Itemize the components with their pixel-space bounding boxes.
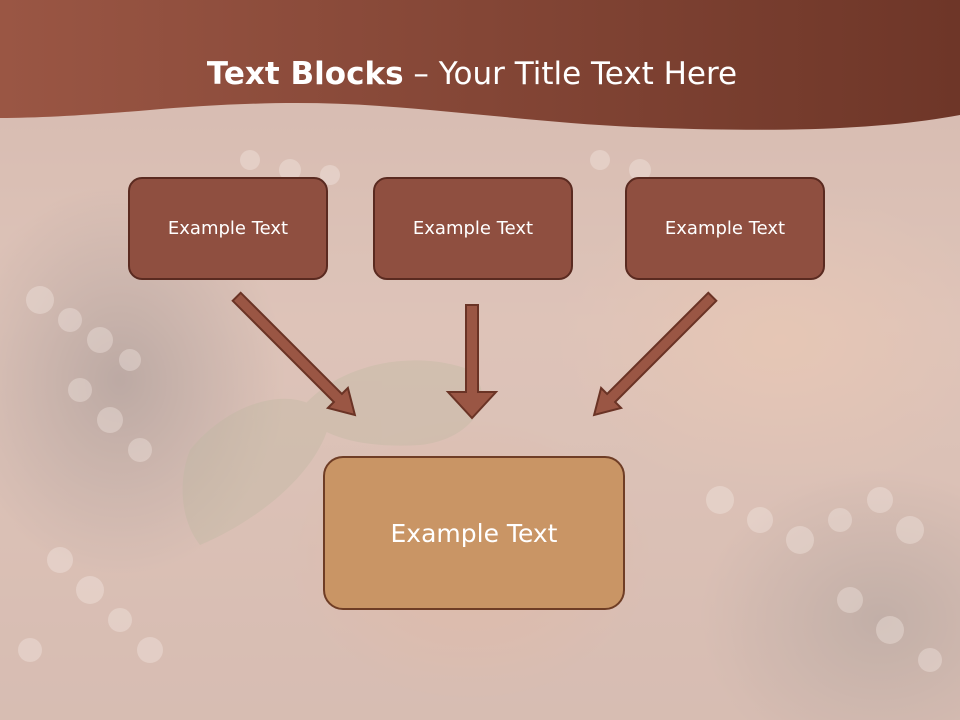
- slide-title: Text Blocks – Your Title Text Here: [0, 54, 944, 94]
- arrow-left: [231, 291, 357, 417]
- arrow-center: [445, 304, 499, 420]
- text-block-3[interactable]: Example Text: [625, 177, 825, 280]
- header-band: [0, 0, 960, 130]
- title-bold: Text Blocks: [206, 56, 404, 92]
- text-block-main[interactable]: Example Text: [323, 456, 625, 610]
- title-separator: –: [403, 56, 439, 92]
- text-block-2[interactable]: Example Text: [373, 177, 573, 280]
- text-block-1[interactable]: Example Text: [128, 177, 328, 280]
- arrow-right: [592, 291, 718, 417]
- title-rest: Your Title Text Here: [438, 56, 738, 92]
